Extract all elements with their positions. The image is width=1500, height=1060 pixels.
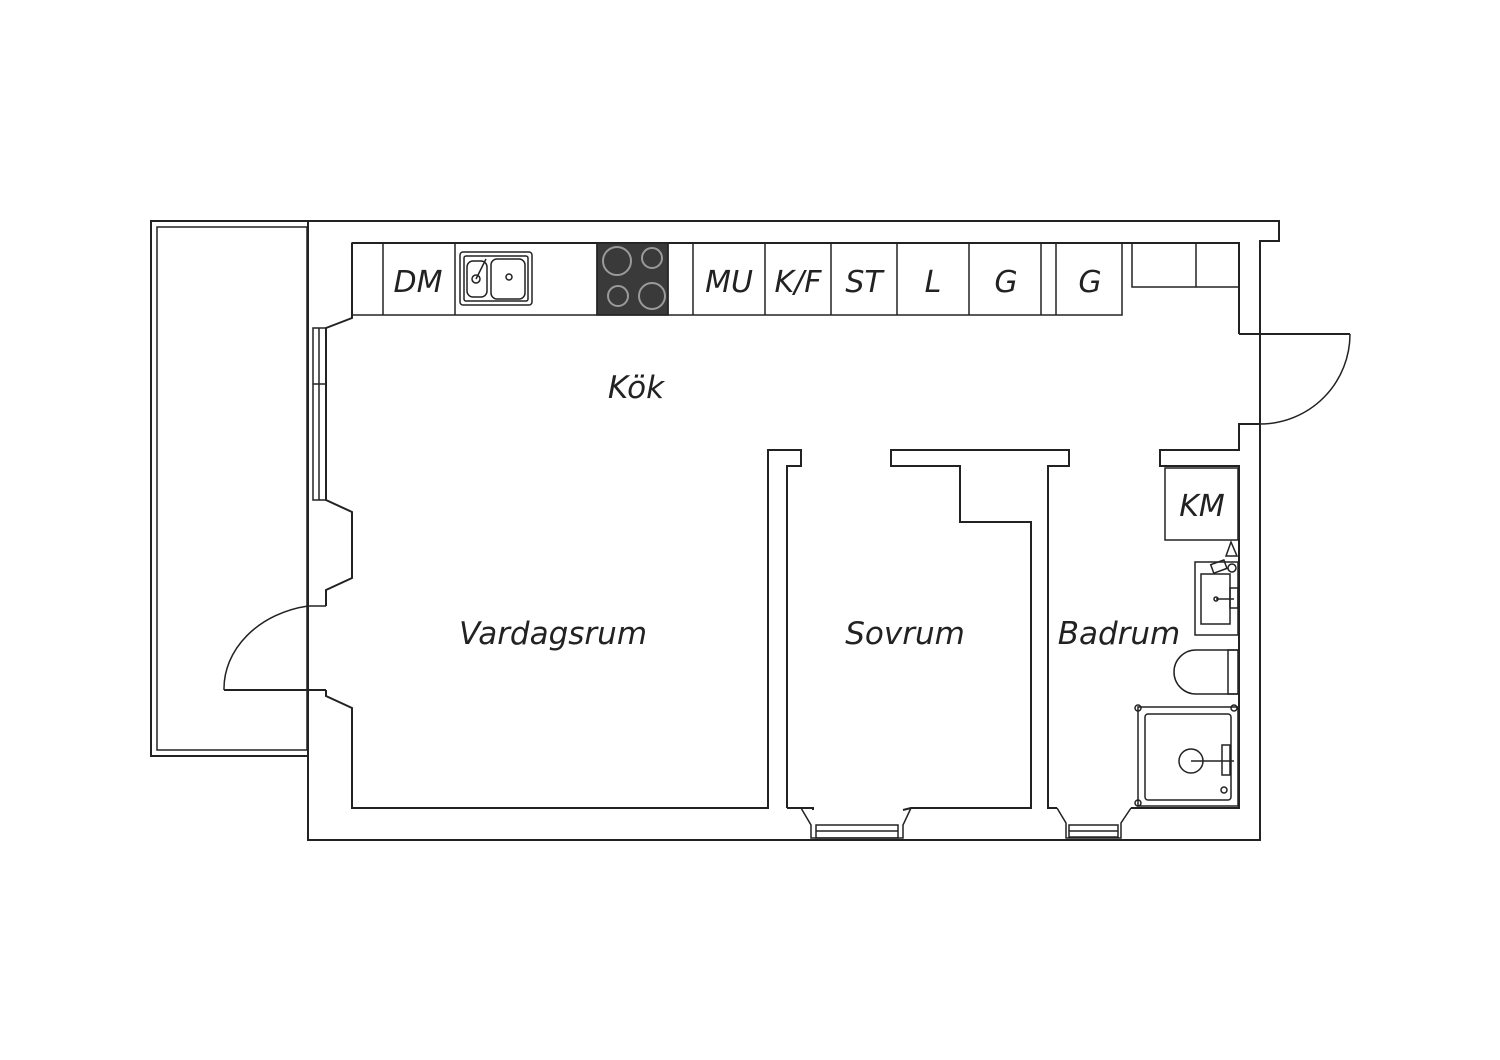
outer-walls (307, 220, 1280, 841)
shower-icon (1134, 704, 1239, 807)
toilet-icon (1173, 649, 1239, 695)
storage-label: ST (845, 265, 885, 300)
entrance-door[interactable] (1259, 333, 1351, 425)
room-label-kitchen: Kök (608, 370, 665, 406)
washing-machine-label: KM (1179, 489, 1225, 524)
bathroom-walls (1131, 333, 1260, 809)
wardrobe-label-1: G (994, 265, 1017, 300)
wardrobe-label-2: G (1078, 265, 1101, 300)
sink-icon (459, 251, 533, 306)
dishwasher-label: DM (394, 265, 443, 300)
outer-wall (307, 220, 1280, 841)
washbasin-icon (1194, 539, 1239, 636)
microwave-label: MU (705, 265, 753, 300)
kitchen-counter (351, 242, 1123, 316)
window-bedroom (800, 807, 912, 839)
washing-machine-icon (1164, 467, 1239, 541)
room-label-living: Vardagsrum (459, 616, 647, 652)
stove-icon (596, 242, 669, 316)
balcony-door[interactable] (223, 605, 326, 691)
balcony (150, 220, 309, 757)
window-bathroom (1056, 807, 1132, 839)
room-label-bathroom: Badrum (1058, 616, 1181, 652)
pantry-label: L (925, 265, 942, 300)
left-wall (312, 315, 802, 809)
entry-closet (1131, 242, 1240, 288)
window-left (312, 327, 327, 501)
bedroom-walls (787, 449, 1070, 811)
room-label-bedroom: Sovrum (845, 616, 965, 652)
fridge-freezer-label: K/F (774, 265, 822, 300)
